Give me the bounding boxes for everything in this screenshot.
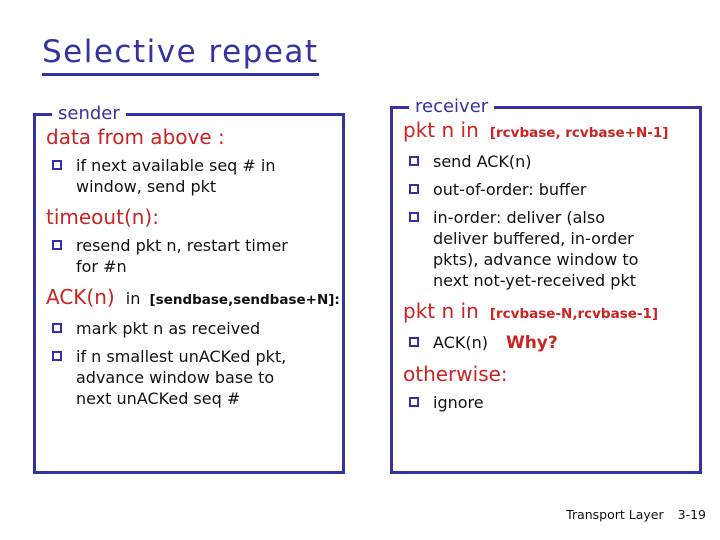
heading-pkt2-main: pkt n in [403, 299, 479, 323]
sender-panel: sender data from above : if next availab… [33, 103, 345, 474]
bullet-text: if next available seq # in window, send … [76, 156, 276, 196]
hollow-square-bullet-icon [52, 323, 62, 333]
heading-ack-main: ACK(n) [46, 285, 115, 309]
heading-ack-range: ACK(n) in [sendbase,sendbase+N]: [46, 284, 340, 313]
heading-pkt-in-window: pkt n in [rcvbase, rcvbase+N-1] [403, 117, 691, 146]
footer: Transport Layer 3-19 [566, 507, 706, 522]
bullet-text: out-of-order: buffer [433, 180, 587, 199]
list-item: if next available seq # in window, send … [52, 155, 334, 197]
heading-pkt2-bracket: [rcvbase-N,rcvbase-1] [489, 306, 659, 322]
hollow-square-bullet-icon [409, 212, 419, 222]
page-number: 3-19 [677, 507, 706, 522]
list-item: out-of-order: buffer [409, 179, 691, 200]
list-item: send ACK(n) [409, 151, 691, 172]
why-emphasis: Why? [505, 333, 558, 353]
hollow-square-bullet-icon [409, 184, 419, 194]
page-title: Selective repeat [42, 34, 319, 76]
list-item: if n smallest unACKed pkt, advance windo… [52, 346, 334, 409]
hollow-square-bullet-icon [409, 337, 419, 347]
heading-ack-bracket: [sendbase,sendbase+N]: [149, 292, 340, 308]
list-item: resend pkt n, restart timer for #n [52, 235, 334, 277]
heading-ack-mid: in [125, 289, 141, 308]
bullet-text: ACK(n) Why? [433, 332, 558, 354]
bullet-text: mark pkt n as received [76, 319, 261, 338]
list-item: ignore [409, 392, 691, 413]
footer-label: Transport Layer [566, 507, 664, 522]
bullet-text: ignore [433, 393, 484, 412]
heading-otherwise: otherwise: [403, 362, 508, 386]
receiver-panel-label: receiver [409, 96, 495, 118]
hollow-square-bullet-icon [52, 240, 62, 250]
bullet-text: send ACK(n) [433, 152, 532, 171]
list-item: in-order: deliver (also deliver buffered… [409, 207, 691, 291]
sender-panel-label: sender [52, 103, 126, 125]
list-item: ACK(n) Why? [409, 332, 691, 354]
receiver-panel: receiver pkt n in [rcvbase, rcvbase+N-1]… [390, 96, 702, 474]
heading-timeout: timeout(n): [46, 205, 159, 229]
heading-pkt-main: pkt n in [403, 118, 479, 142]
hollow-square-bullet-icon [52, 351, 62, 361]
heading-data-from-above: data from above : [46, 125, 225, 149]
hollow-square-bullet-icon [409, 156, 419, 166]
hollow-square-bullet-icon [409, 397, 419, 407]
ack-label: ACK(n) [433, 333, 488, 352]
heading-pkt-before-window: pkt n in [rcvbase-N,rcvbase-1] [403, 298, 691, 327]
bullet-text: resend pkt n, restart timer for #n [76, 236, 288, 276]
bullet-text: if n smallest unACKed pkt, advance windo… [76, 347, 287, 408]
hollow-square-bullet-icon [52, 160, 62, 170]
bullet-text: in-order: deliver (also deliver buffered… [433, 208, 639, 290]
heading-pkt-bracket: [rcvbase, rcvbase+N-1] [489, 125, 669, 141]
list-item: mark pkt n as received [52, 318, 334, 339]
